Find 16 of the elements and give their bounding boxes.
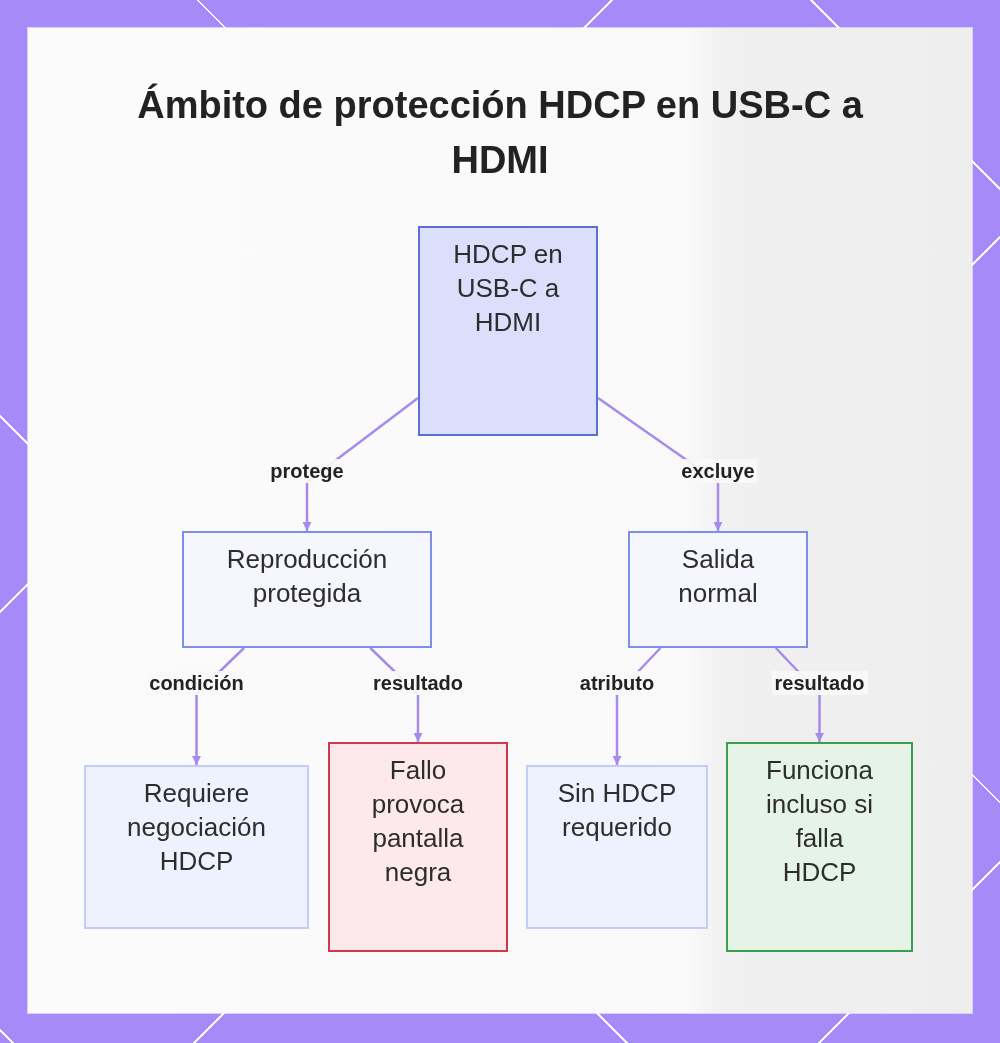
category-box (182, 531, 432, 648)
detail-box (526, 765, 708, 929)
node-label: Salida normal (677, 543, 759, 610)
node-label: Fallo provoca pantalla negra (370, 754, 466, 889)
success-box (726, 742, 913, 952)
detail-box (84, 765, 309, 929)
main-topic-box (418, 226, 598, 436)
diagram-title: Ámbito de protección HDCP en USB-C a HDMI (136, 82, 864, 183)
node-label: Requiere negociación HDCP (126, 777, 267, 878)
node-label: Reproducción protegida (225, 543, 389, 610)
category-box (628, 531, 808, 648)
node-label: Sin HDCP requerido (556, 777, 678, 844)
node-label: Funciona incluso si falla HDCP (765, 754, 874, 889)
warning-box (328, 742, 508, 952)
edge-label: resultado (771, 671, 868, 695)
node-label: HDCP en USB-C a HDMI (452, 238, 564, 339)
